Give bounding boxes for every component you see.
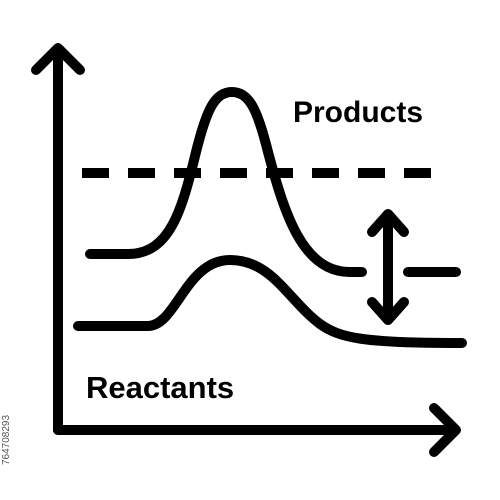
uncatalyzed-reaction-curve <box>85 87 367 277</box>
y-axis-arrow-icon <box>31 43 85 75</box>
double-headed-arrow-icon <box>367 209 409 325</box>
x-axis-arrow-icon <box>429 403 461 457</box>
products-label: Products <box>293 96 424 129</box>
catalyzed-reaction-curve <box>73 255 467 348</box>
stock-id-watermark: 764708293 <box>1 414 12 465</box>
reactants-label: Reactants <box>86 370 235 405</box>
